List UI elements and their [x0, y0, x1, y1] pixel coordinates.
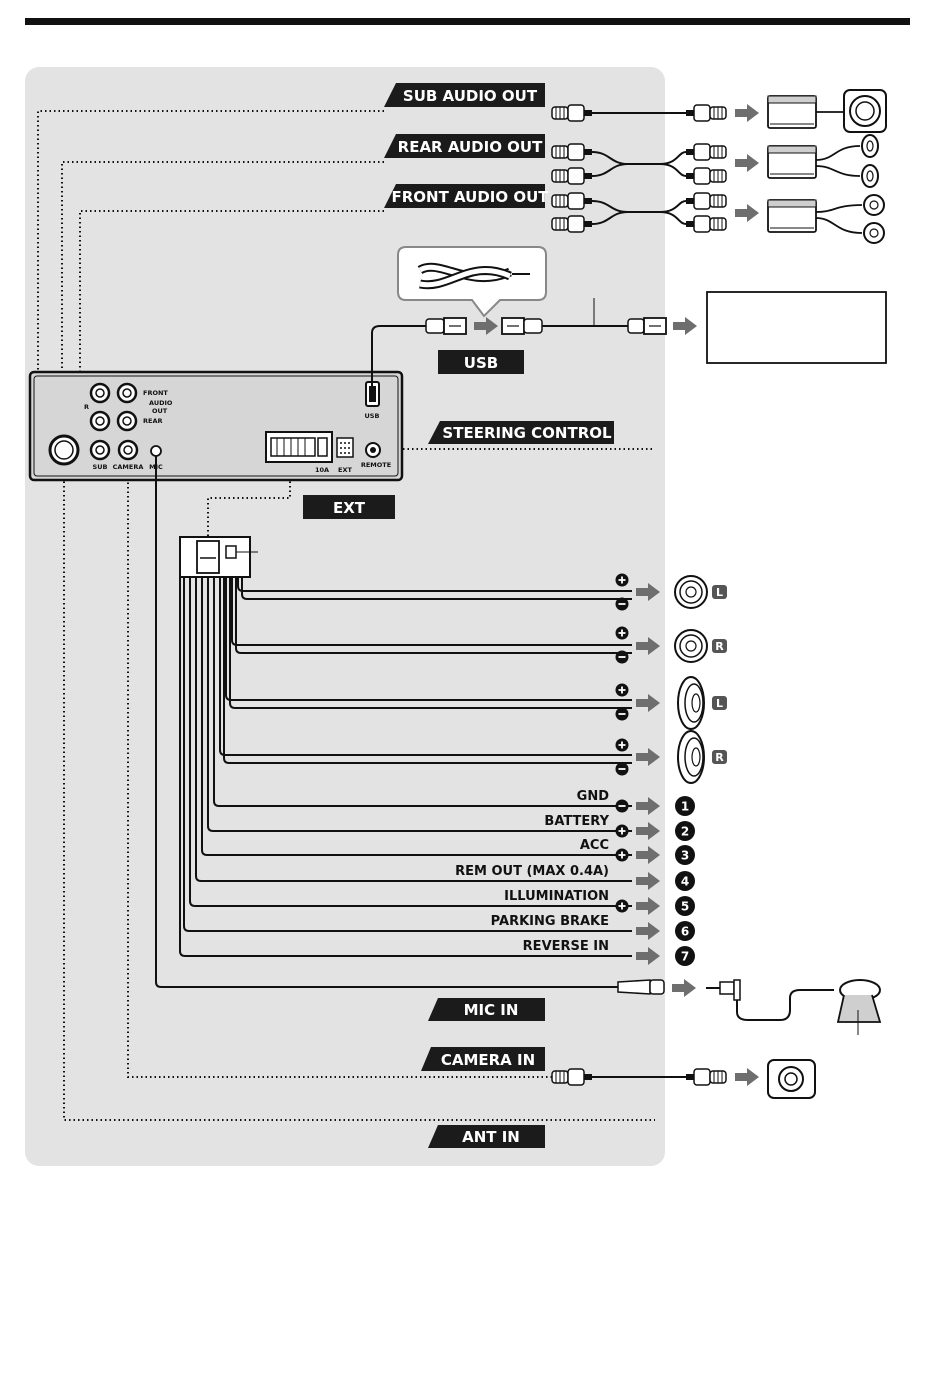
svg-text:2: 2 — [681, 825, 689, 839]
svg-text:STEERING CONTROL: STEERING CONTROL — [442, 424, 612, 442]
sub-label: SUB — [93, 463, 108, 471]
r-label: R — [84, 403, 89, 411]
svg-text:REAR AUDIO OUT: REAR AUDIO OUT — [398, 138, 543, 156]
svg-text:PARKING BRAKE: PARKING BRAKE — [491, 914, 609, 929]
remote-jack — [366, 443, 380, 457]
wiring-harness-socket — [266, 432, 332, 462]
antenna-jack — [50, 436, 78, 464]
svg-text:5: 5 — [681, 900, 689, 914]
svg-text:GND: GND — [577, 789, 610, 804]
svg-text:ACC: ACC — [580, 838, 609, 853]
svg-text:R: R — [715, 751, 724, 764]
svg-text:CAMERA IN: CAMERA IN — [441, 1051, 535, 1069]
svg-text:L: L — [716, 586, 723, 599]
svg-text:3: 3 — [681, 849, 689, 863]
svg-text:R: R — [715, 640, 724, 653]
svg-text:ILLUMINATION: ILLUMINATION — [504, 889, 609, 904]
camera-label: CAMERA — [113, 463, 144, 471]
amplifier-box-icon — [768, 96, 816, 128]
ext-port — [337, 438, 353, 457]
svg-text:BATTERY: BATTERY — [544, 814, 609, 829]
svg-text:MIC IN: MIC IN — [464, 1001, 519, 1019]
camera-jack — [119, 441, 137, 459]
right-arrow-icon — [735, 104, 759, 122]
svg-text:REM OUT (MAX 0.4A): REM OUT (MAX 0.4A) — [455, 864, 609, 879]
ext-tag: EXT — [303, 495, 395, 519]
fuse-label: 10A — [315, 466, 329, 474]
rear-audio-out-tag: REAR AUDIO OUT — [384, 134, 545, 158]
camera-icon — [768, 1060, 815, 1098]
mic-jack — [151, 446, 161, 456]
microphone-icon — [706, 980, 880, 1035]
svg-text:6: 6 — [681, 925, 689, 939]
svg-text:1: 1 — [681, 800, 689, 814]
svg-text:EXT: EXT — [333, 499, 366, 517]
usb-device-box — [707, 292, 886, 363]
sub-audio-out-tag: SUB AUDIO OUT — [384, 83, 545, 107]
svg-text:L: L — [716, 697, 723, 710]
top-rule — [25, 18, 910, 25]
sub-jack — [91, 441, 109, 459]
svg-text:ANT IN: ANT IN — [462, 1128, 520, 1146]
svg-text:FRONT AUDIO OUT: FRONT AUDIO OUT — [391, 188, 549, 206]
remote-label: REMOTE — [361, 461, 391, 469]
ext-port-label: EXT — [338, 466, 352, 474]
harness-connector — [180, 537, 258, 577]
rear-label: REAR — [143, 417, 162, 425]
svg-text:4: 4 — [681, 875, 689, 889]
steering-control-tag: STEERING CONTROL — [428, 421, 614, 444]
svg-text:SUB AUDIO OUT: SUB AUDIO OUT — [403, 87, 538, 105]
front-label: FRONT — [143, 389, 168, 397]
subwoofer-icon — [844, 90, 886, 132]
usb-tag: USB — [438, 350, 524, 374]
head-unit-rear — [30, 372, 402, 480]
out-label: OUT — [152, 407, 168, 415]
front-audio-out-tag: FRONT AUDIO OUT — [384, 184, 549, 208]
mic-in-tag: MIC IN — [428, 998, 545, 1021]
usb-port-label: USB — [365, 412, 380, 420]
audio-label: AUDIO — [149, 399, 173, 407]
svg-text:REVERSE IN: REVERSE IN — [523, 939, 609, 954]
svg-text:USB: USB — [464, 354, 498, 372]
camera-in-tag: CAMERA IN — [421, 1047, 545, 1071]
ant-in-tag: ANT IN — [428, 1125, 545, 1148]
svg-text:7: 7 — [681, 950, 689, 964]
